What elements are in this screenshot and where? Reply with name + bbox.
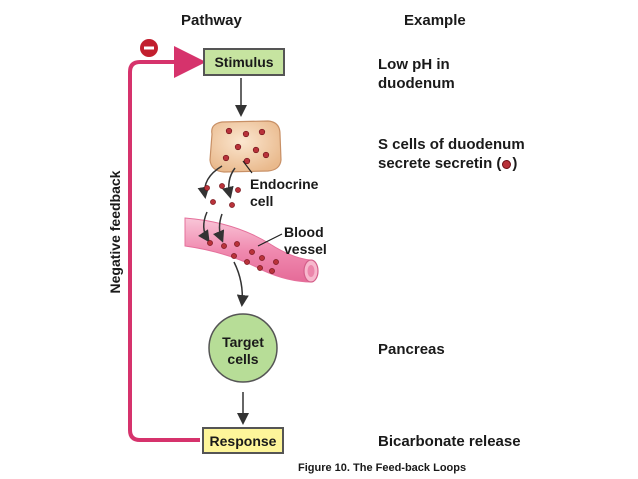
- target-cells-label: Target cells: [222, 334, 264, 367]
- stimulus-example: Low pH in duodenum: [378, 56, 455, 92]
- pathway-header: Pathway: [181, 12, 242, 29]
- endocrine-example-close: ): [512, 155, 518, 172]
- secretin-dot-icon: [502, 159, 512, 169]
- target-example: Pancreas: [378, 341, 445, 358]
- example-header: Example: [404, 12, 466, 29]
- stimulus-box: Stimulus: [203, 48, 285, 76]
- figure-caption: Figure 10. The Feed-back Loops: [298, 462, 467, 474]
- endocrine-cell-label: Endocrine cell: [250, 176, 319, 209]
- feedback-loop-line: [128, 46, 206, 442]
- response-example: Bicarbonate release: [378, 433, 521, 450]
- negative-feedback-label: Negative feedback: [107, 170, 123, 294]
- endocrine-example: S cells of duodenum secrete secretin (): [378, 135, 525, 173]
- response-box: Response: [202, 427, 284, 454]
- target-cells-shape: [208, 313, 278, 383]
- endocrine-example-text: S cells of duodenum secrete secretin (: [378, 136, 525, 172]
- blood-vessel-label: Blood vessel: [284, 224, 327, 257]
